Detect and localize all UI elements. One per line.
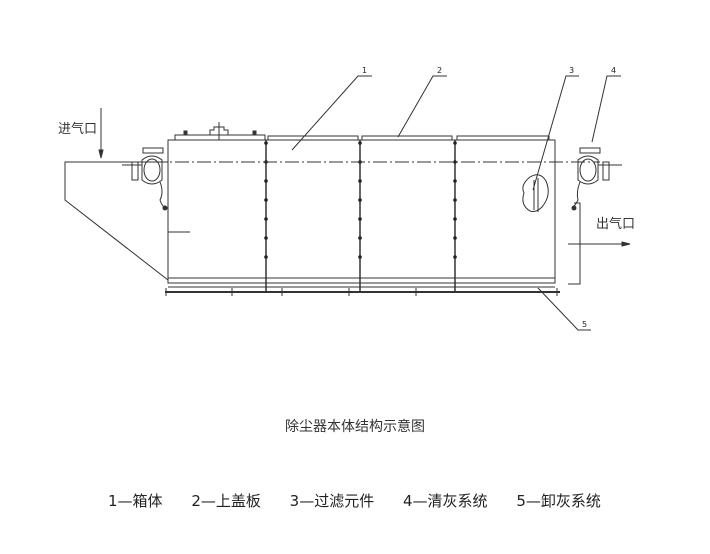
bolt (453, 236, 457, 240)
callout-leaders (291, 75, 621, 331)
bolt (358, 217, 362, 221)
bolt (453, 160, 457, 164)
bolt (358, 179, 362, 183)
legend-item: 4—清灰系统 (402, 492, 488, 510)
divider-bolts (264, 141, 457, 259)
callout-2: 2 (437, 66, 442, 75)
bolt (264, 236, 268, 240)
bolt (264, 198, 268, 202)
base-ticks (165, 288, 558, 296)
legend-item: 5—卸灰系统 (516, 492, 601, 510)
outlet-arrow (568, 241, 631, 247)
legend-item: 2—上盖板 (191, 492, 261, 510)
top-covers (174, 122, 550, 141)
callout-4: 4 (611, 66, 616, 75)
inlet-duct (64, 161, 169, 281)
bolt (453, 255, 457, 259)
callout-1: 1 (362, 66, 367, 75)
bolt (264, 141, 268, 145)
bolt (358, 141, 362, 145)
outlet-label: 出气口 (596, 216, 635, 232)
legend-item: 1—箱体 (108, 492, 163, 510)
bolt (264, 179, 268, 183)
bolt (453, 217, 457, 221)
inlet-label: 进气口 (58, 121, 97, 137)
bolt (453, 179, 457, 183)
bolt (358, 198, 362, 202)
compartment-dividers (265, 140, 456, 292)
bolt (264, 255, 268, 259)
legend: 1—箱体 2—上盖板 3—过滤元件 4—清灰系统 5—卸灰系统 (108, 490, 625, 511)
bolt (358, 236, 362, 240)
figure-caption: 除尘器本体结构示意图 (285, 419, 425, 435)
inlet-arrow (98, 108, 104, 159)
legend-item: 3—过滤元件 (289, 492, 375, 510)
filter-element-cutaway (522, 174, 549, 212)
left-pulse-valve (122, 147, 190, 233)
callout-5: 5 (582, 320, 587, 329)
bolt (453, 141, 457, 145)
bolt (264, 217, 268, 221)
right-pulse-valve (568, 147, 622, 285)
bolt (453, 198, 457, 202)
bolt (358, 255, 362, 259)
callout-3: 3 (569, 66, 574, 75)
